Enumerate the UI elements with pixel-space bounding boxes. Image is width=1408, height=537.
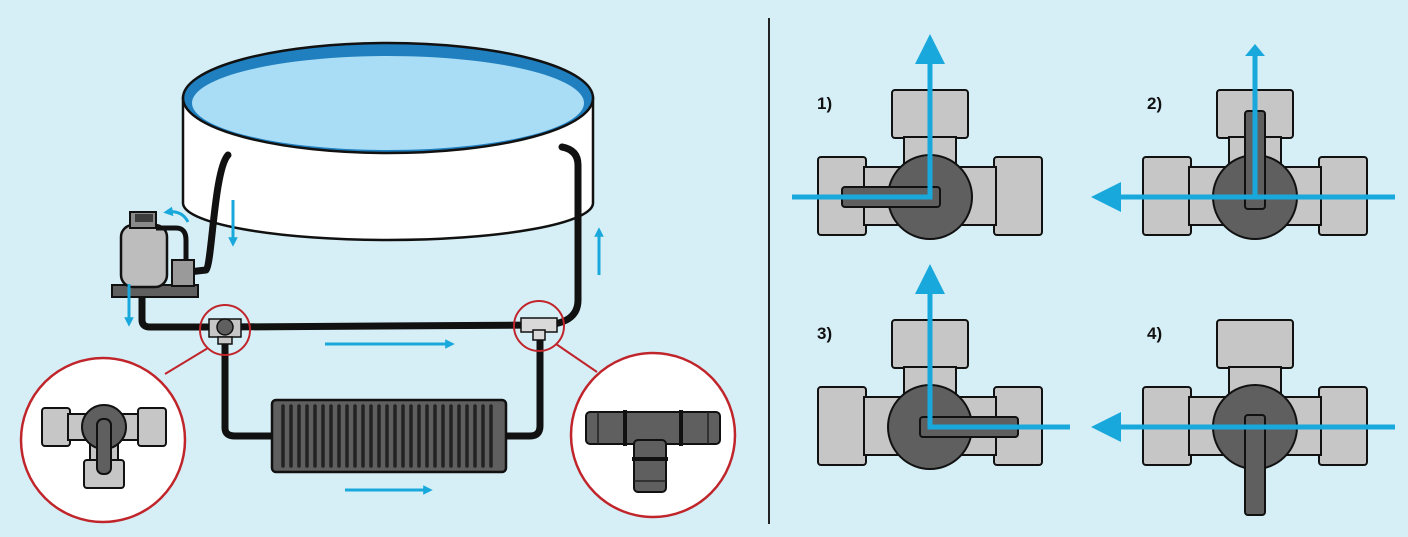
flow-arrow-curved-pump [163, 206, 190, 223]
valve-position-1: 1) [792, 34, 1043, 240]
zoom-markers [164, 300, 598, 375]
flow-arrows [124, 200, 604, 495]
hose-valve-to-collector [221, 331, 279, 440]
valve-position-label: 3) [817, 324, 832, 343]
valve-position-3: 3) [817, 264, 1070, 470]
flow-arrow [792, 34, 945, 200]
hose-collector-to-tee [501, 331, 544, 440]
valve-position-2: 2) [1106, 44, 1395, 240]
hose-main-return [221, 321, 544, 331]
inline-tee-connector [520, 317, 558, 341]
inline-three-way-valve [208, 318, 242, 345]
flow-arrow [915, 264, 1070, 430]
valve-position-label: 2) [1147, 94, 1162, 113]
hose-pool-outlet-to-pump [176, 151, 232, 277]
solar-heater-collector [270, 398, 508, 474]
above-ground-pool [181, 41, 595, 242]
valve-position-label: 4) [1147, 324, 1162, 343]
pool-system-overview [19, 41, 737, 524]
hose-network [138, 143, 582, 440]
hose-filter-to-valve [138, 278, 229, 331]
hose-return-to-pool [536, 143, 582, 329]
three-way-valve [1142, 319, 1368, 516]
sand-filter-pump [111, 211, 199, 298]
zoom-tee-detail [569, 351, 737, 519]
valve-position-label: 1) [817, 94, 832, 113]
valve-position-4: 4) [1091, 319, 1395, 516]
flow-arrow [1106, 49, 1395, 197]
zoom-valve-detail [19, 356, 187, 524]
